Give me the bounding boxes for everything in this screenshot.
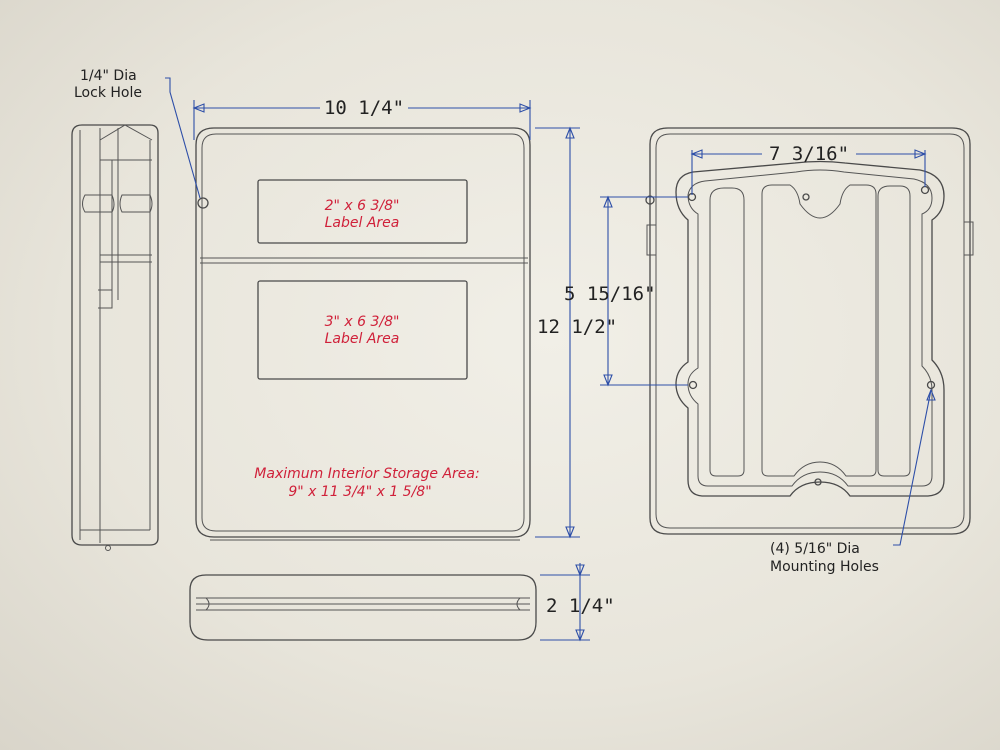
lock-hole-size: 1/4" Dia [80,68,137,84]
front-view: 2" x 6 3/8" Label Area 3" x 6 3/8" Label… [195,127,531,541]
hole-spacing-vertical: 5 15/16" [564,195,688,387]
hole-spacing-vertical-label: 5 15/16" [564,283,656,305]
back-view [645,127,974,535]
storage-area-size: 9" x 11 3/4" x 1 5/8" [288,484,431,500]
mounting-holes-callout: (4) 5/16" Dia Mounting Holes [770,388,936,575]
mounting-holes-size: (4) 5/16" Dia [770,541,860,557]
lock-hole-caption: Lock Hole [74,85,142,101]
top-label-area [257,179,468,244]
middle-label-size: 3" x 6 3/8" [325,314,400,330]
lock-hole-callout: 1/4" Dia Lock Hole [74,68,201,199]
depth-dimension-label: 2 1/4" [546,595,615,617]
width-dimension-label: 10 1/4" [324,97,404,119]
mounting-holes-caption: Mounting Holes [770,559,879,575]
hole-spacing-horizontal-label: 7 3/16" [769,143,849,165]
height-dimension: 12 1/2" [535,126,617,539]
hole-spacing-horizontal: 7 3/16" [690,143,927,195]
storage-area-caption: Maximum Interior Storage Area: [254,466,479,482]
depth-dimension: 2 1/4" [540,563,615,642]
middle-label-caption: Label Area [325,331,400,347]
width-dimension: 10 1/4" [192,97,532,140]
bottom-view [189,574,537,641]
height-dimension-label: 12 1/2" [537,316,617,338]
middle-label-area [257,280,468,380]
side-view [71,124,159,551]
top-label-size: 2" x 6 3/8" [325,198,400,214]
top-label-caption: Label Area [325,215,400,231]
